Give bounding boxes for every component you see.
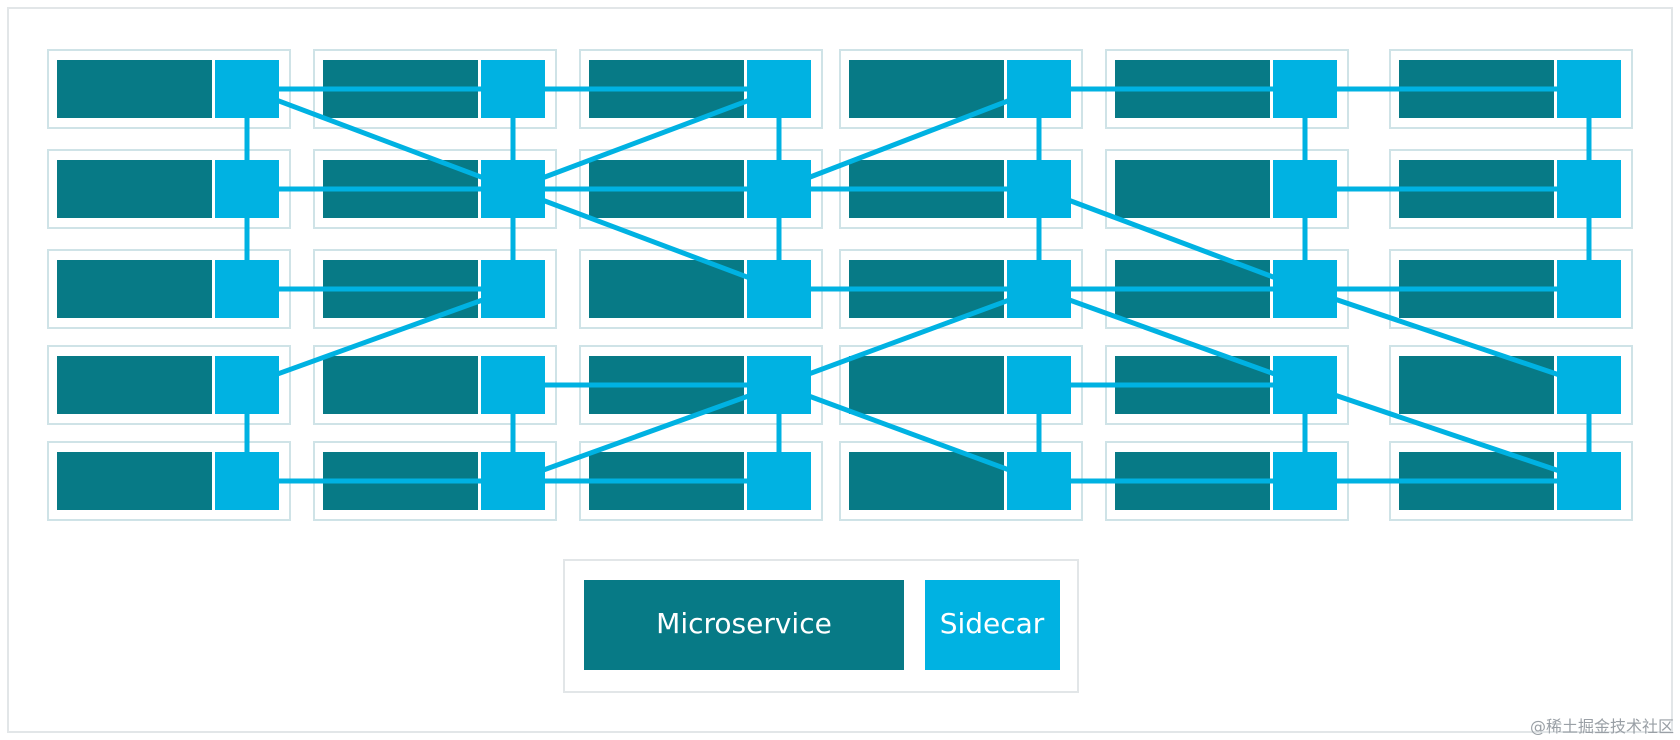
- sidecar-box: [215, 356, 279, 414]
- sidecar-box: [1273, 452, 1337, 510]
- sidecar-box: [481, 452, 545, 510]
- sidecar-box: [1273, 160, 1337, 218]
- mesh-link: [1038, 286, 1306, 388]
- sidecar-box: [747, 60, 811, 118]
- mesh-link: [778, 286, 1040, 388]
- microservice-box: [849, 356, 1004, 414]
- sidecars-layer: [215, 60, 1621, 510]
- mesh-link: [778, 86, 1040, 192]
- sidecar-box: [1007, 356, 1071, 414]
- sidecar-box: [747, 160, 811, 218]
- microservice-box: [589, 260, 744, 318]
- mesh-link: [1038, 186, 1306, 292]
- sidecar-box: [747, 452, 811, 510]
- legend-microservice-label: Microservice: [656, 607, 832, 640]
- microservice-box: [1115, 160, 1270, 218]
- microservice-box: [849, 60, 1004, 118]
- pods-layer: [47, 49, 1633, 521]
- microservice-box: [849, 452, 1004, 510]
- sidecar-box: [1007, 60, 1071, 118]
- sidecar-box: [1557, 160, 1621, 218]
- mesh-link: [246, 286, 514, 388]
- mesh-link: [512, 382, 780, 484]
- microservice-box: [57, 60, 212, 118]
- sidecar-box: [1557, 260, 1621, 318]
- microservice-box: [57, 160, 212, 218]
- sidecar-box: [747, 260, 811, 318]
- microservice-box: [57, 452, 212, 510]
- sidecar-box: [1557, 356, 1621, 414]
- legend: Microservice Sidecar: [563, 559, 1079, 693]
- mesh-link: [512, 186, 780, 292]
- sidecar-box: [481, 60, 545, 118]
- legend-sidecar-box: [925, 580, 1060, 670]
- microservice-box: [57, 260, 212, 318]
- mesh-link: [1304, 286, 1590, 388]
- sidecar-box: [1273, 260, 1337, 318]
- sidecar-box: [1557, 452, 1621, 510]
- mesh-link: [246, 86, 514, 192]
- legend-microservice-box: [584, 580, 904, 670]
- microservice-box: [57, 356, 212, 414]
- sidecar-box: [1273, 356, 1337, 414]
- watermark-text: @稀土掘金技术社区: [1530, 717, 1674, 736]
- mesh-link: [512, 86, 780, 192]
- sidecar-box: [747, 356, 811, 414]
- mesh-link: [778, 382, 1040, 484]
- legend-sidecar-label: Sidecar: [940, 607, 1045, 640]
- sidecar-box: [215, 452, 279, 510]
- mesh-link: [1304, 382, 1590, 484]
- sidecar-box: [481, 260, 545, 318]
- sidecar-box: [215, 60, 279, 118]
- sidecar-box: [1007, 452, 1071, 510]
- sidecar-box: [1273, 60, 1337, 118]
- sidecar-box: [1007, 260, 1071, 318]
- sidecar-box: [215, 160, 279, 218]
- sidecar-box: [1557, 60, 1621, 118]
- sidecar-box: [481, 356, 545, 414]
- sidecar-box: [215, 260, 279, 318]
- sidecar-box: [481, 160, 545, 218]
- microservice-box: [323, 356, 478, 414]
- sidecar-box: [1007, 160, 1071, 218]
